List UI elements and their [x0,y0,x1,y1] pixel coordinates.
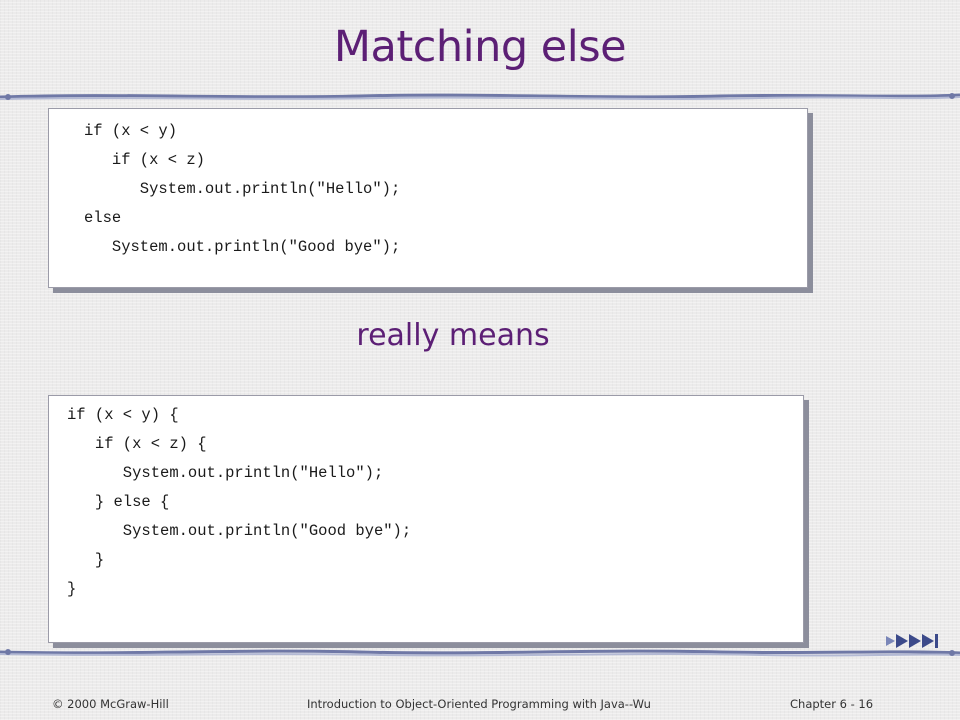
next-slide-button[interactable] [884,630,946,652]
code-line: } [67,551,105,569]
bottom-divider [0,649,960,657]
code-line: if (x < y) [84,122,178,140]
footer-copyright: © 2000 McGraw-Hill [52,697,169,711]
code-line: if (x < z) { [67,435,207,453]
slide-title: Matching else [333,22,627,72]
code-line: System.out.println("Good bye"); [67,522,412,540]
triple-forward-arrow-icon [886,634,938,648]
code-line: System.out.println("Hello"); [67,464,384,482]
code-line: } else { [67,493,170,511]
code-line: if (x < y) { [67,406,179,424]
code-line: if (x < z) [84,151,205,169]
equivalent-code-box: if (x < y) { if (x < z) { System.out.pri… [48,395,804,643]
footer-chapter: Chapter 6 - 16 [790,697,874,711]
slide-subtitle: really means [356,318,550,353]
original-code-box: if (x < y) if (x < z) System.out.println… [48,108,808,288]
top-divider [0,93,960,100]
footer-book-title: Introduction to Object-Oriented Programm… [307,697,651,711]
code-line: else [84,209,122,227]
code-line: System.out.println("Hello"); [84,180,401,198]
code-line: System.out.println("Good bye"); [84,238,401,256]
code-line: } [67,580,77,598]
